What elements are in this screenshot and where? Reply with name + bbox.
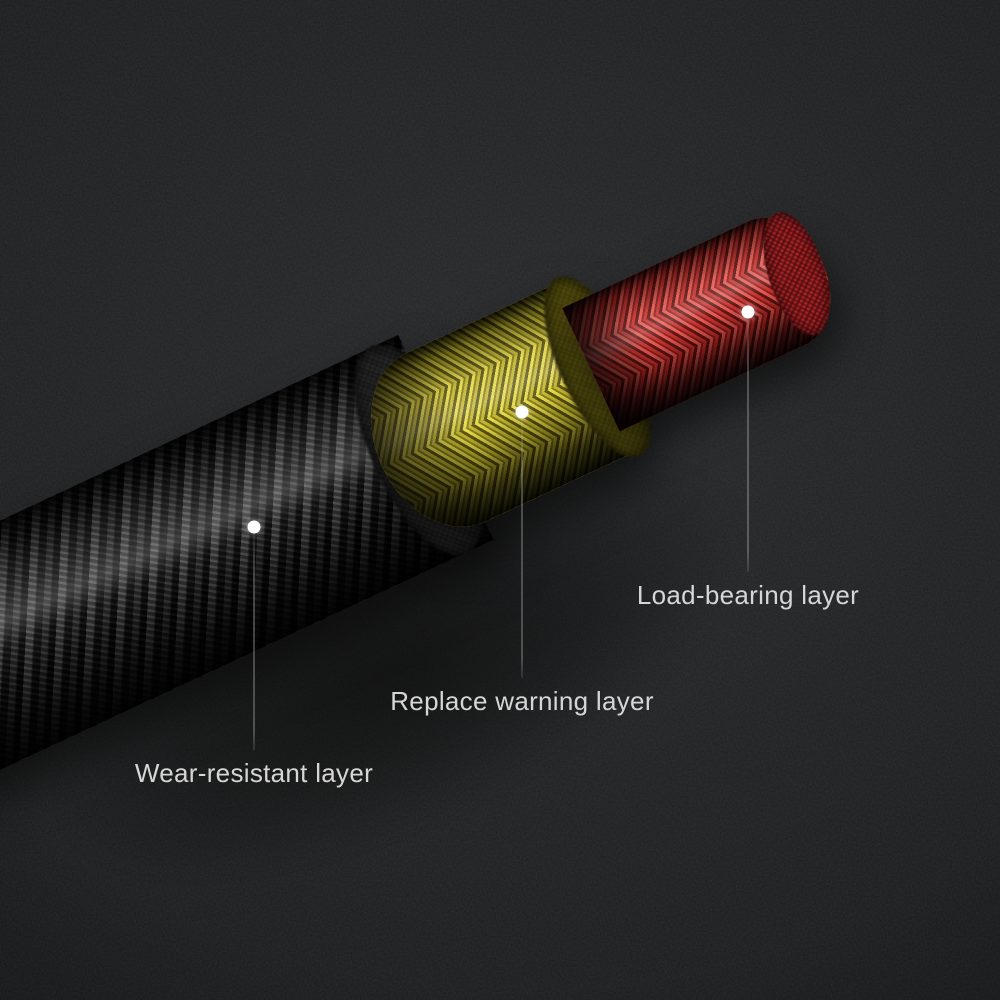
callout-label: Replace warning layer: [390, 686, 654, 716]
leader-line: [747, 319, 749, 572]
callout-label: Load-bearing layer: [636, 580, 860, 610]
leader-line: [253, 534, 255, 750]
marker-dot-icon: [741, 305, 755, 319]
callout-label: Wear-resistant layer: [134, 758, 374, 788]
marker-dot-icon: [247, 520, 261, 534]
marker-dot-icon: [515, 405, 529, 419]
leader-line: [521, 419, 523, 678]
